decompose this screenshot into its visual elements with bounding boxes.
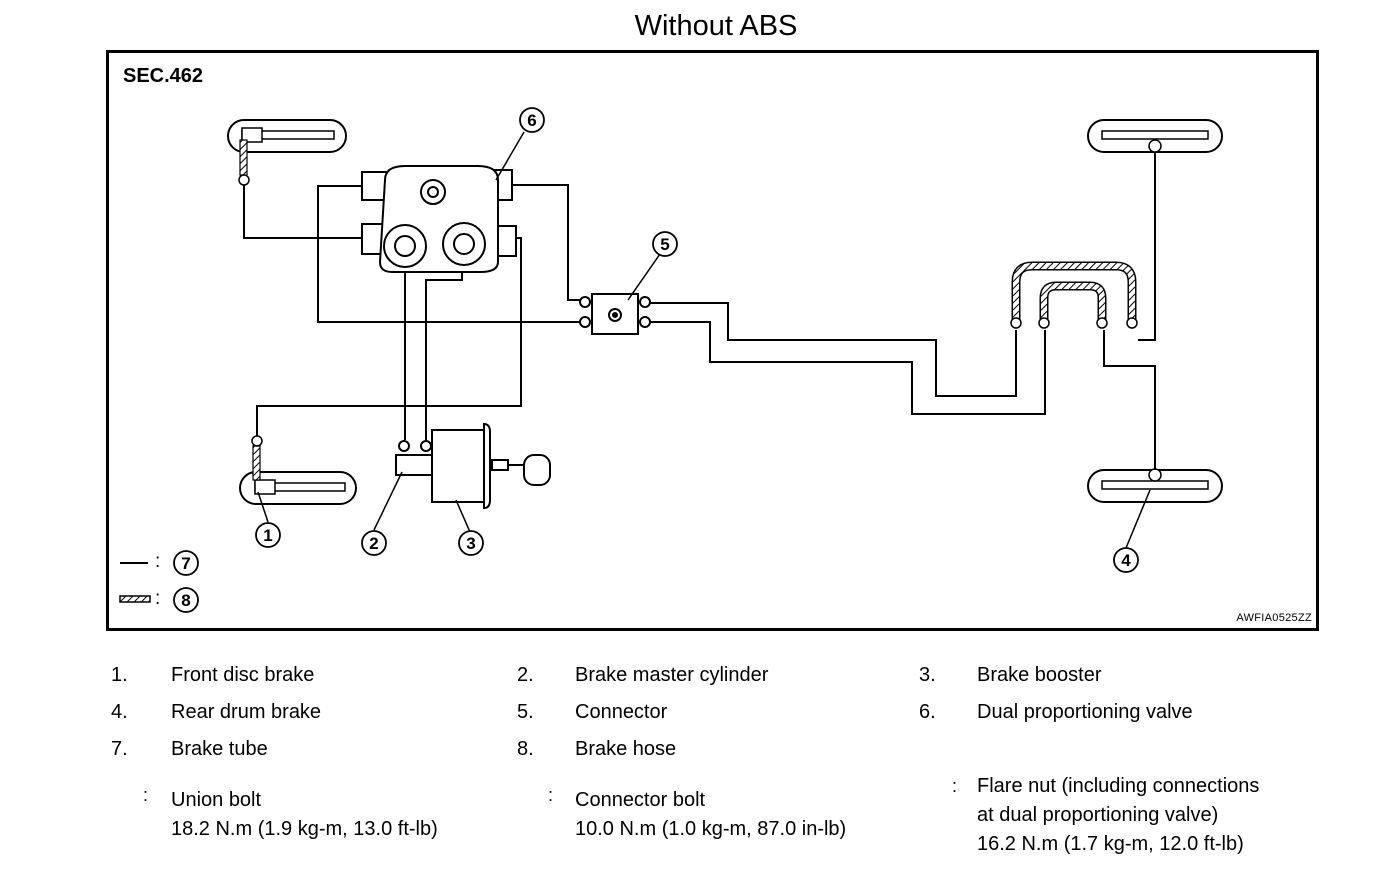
leader-lines <box>257 131 1151 549</box>
torque-name: Flare nut (including connections <box>977 775 1260 797</box>
item-number: 3. <box>919 664 936 686</box>
torque-value: 18.2 N.m (1.9 kg-m, 13.0 ft-lb) <box>171 818 438 840</box>
torque-symbol: : <box>143 785 149 805</box>
section-label: SEC.462 <box>123 65 204 87</box>
item-label: Brake hose <box>575 738 677 760</box>
dual-proportioning-valve <box>361 165 517 273</box>
brake-system-diagram: 1 2 3 4 5 6 7 8 <box>119 107 1223 613</box>
connector <box>579 293 651 335</box>
item-number: 2. <box>517 664 534 686</box>
torque-symbol: : <box>952 776 958 796</box>
brake-hoses <box>1010 261 1138 329</box>
item-label: Front disc brake <box>171 664 315 686</box>
torque-name-cont: at dual proportioning valve) <box>977 804 1219 826</box>
legend-hose-colon: : <box>155 588 161 609</box>
master-cylinder-and-booster <box>395 422 551 510</box>
callout-5: 5 <box>660 235 669 254</box>
torque-value: 16.2 N.m (1.7 kg-m, 12.0 ft-lb) <box>977 833 1244 855</box>
torque-value: 10.0 N.m (1.0 kg-m, 87.0 in-lb) <box>575 818 847 840</box>
torque-connector-bolt: Connector bolt 10.0 N.m (1.0 kg-m, 87.0 … <box>575 786 846 844</box>
item-label: Brake booster <box>977 664 1102 686</box>
rear-upper-brake <box>1087 119 1223 153</box>
page-title: Without ABS <box>634 10 798 42</box>
brake-tubes <box>243 152 1156 470</box>
callout-7: 7 <box>181 554 190 573</box>
legend-samples <box>119 562 151 603</box>
item-number: 1. <box>111 664 128 686</box>
torque-name: Connector bolt <box>575 789 706 811</box>
front-left-brake <box>227 119 347 186</box>
callout-numbers: 1 2 3 4 5 6 7 8 <box>181 111 1131 610</box>
item-label: Rear drum brake <box>171 701 322 723</box>
callout-4: 4 <box>1121 551 1131 570</box>
callout-1: 1 <box>263 526 272 545</box>
torque-symbol: : <box>548 785 554 805</box>
figure-code: AWFIA0525ZZ <box>1236 612 1312 624</box>
callout-3: 3 <box>466 534 475 553</box>
rear-lower-brake <box>1087 468 1223 503</box>
torque-flare-nut: Flare nut (including connections at dual… <box>977 772 1259 859</box>
callout-2: 2 <box>369 534 378 553</box>
front-right-brake <box>239 435 357 505</box>
item-number: 5. <box>517 701 534 723</box>
item-label: Dual proportioning valve <box>977 701 1193 723</box>
torque-union-bolt: Union bolt 18.2 N.m (1.9 kg-m, 13.0 ft-l… <box>171 786 438 844</box>
item-number: 6. <box>919 701 936 723</box>
item-label: Connector <box>575 701 668 723</box>
callout-6: 6 <box>527 111 536 130</box>
item-number: 7. <box>111 738 128 760</box>
item-label: Brake master cylinder <box>575 664 769 686</box>
item-number: 8. <box>517 738 534 760</box>
callout-8: 8 <box>181 591 190 610</box>
item-label: Brake tube <box>171 738 268 760</box>
callout-circles <box>173 107 1139 613</box>
torque-name: Union bolt <box>171 789 262 811</box>
legend-tube-colon: : <box>155 551 161 572</box>
item-number: 4. <box>111 701 128 723</box>
